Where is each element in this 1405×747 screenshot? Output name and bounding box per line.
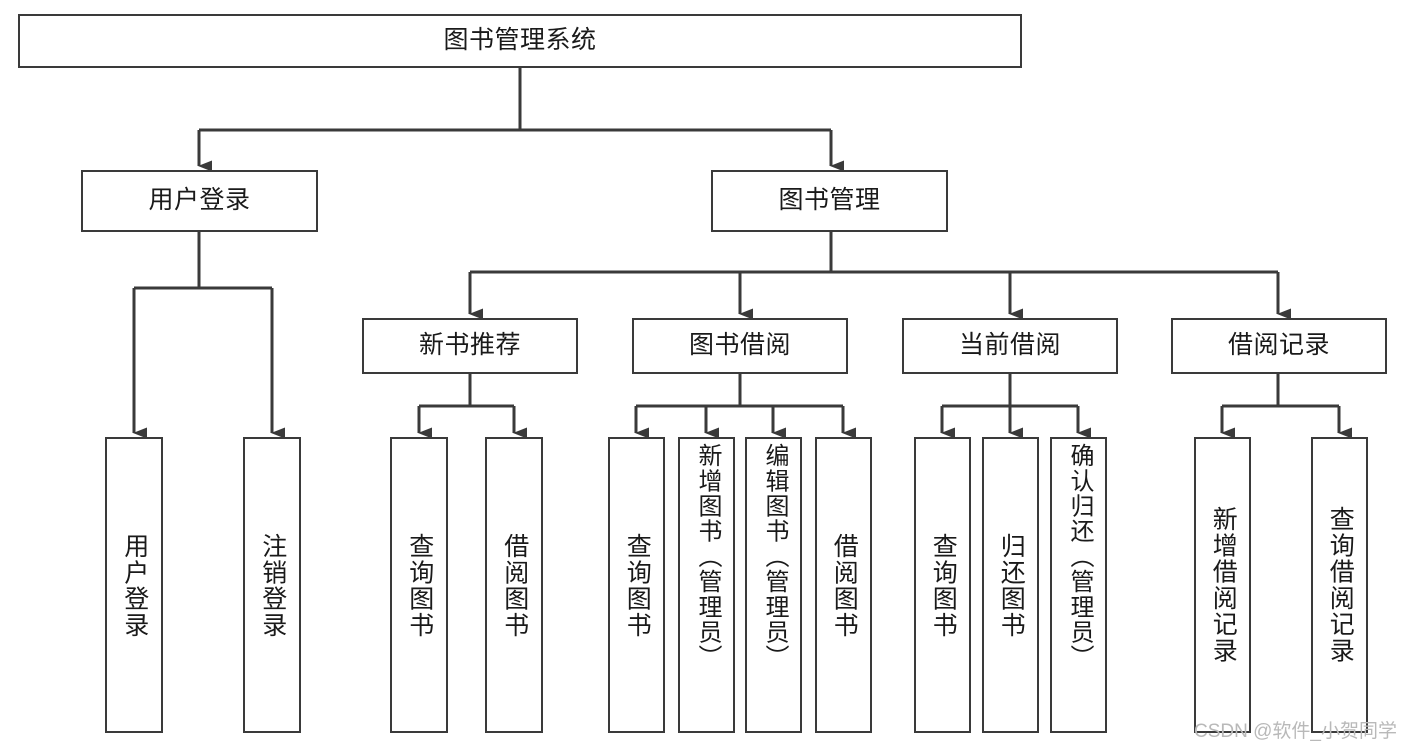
- leaf-query-book-recommend[interactable]: 查询图书: [390, 437, 448, 733]
- node-label: 新书推荐: [418, 331, 521, 360]
- node-label: 新增图书（管理员）: [693, 443, 721, 670]
- node-label: 编辑图书（管理员）: [760, 443, 788, 670]
- leaf-borrow-book-recommend[interactable]: 借阅图书: [485, 437, 543, 733]
- leaf-query-book-current[interactable]: 查询图书: [914, 437, 971, 733]
- node-label: 借阅图书: [500, 532, 529, 638]
- node-label: 用户登录: [120, 532, 149, 638]
- node-label: 归还图书: [997, 532, 1026, 638]
- node-label: 借阅记录: [1227, 331, 1330, 360]
- node-label: 用户登录: [148, 186, 251, 215]
- node-label: 图书管理: [778, 186, 881, 215]
- leaf-add-borrow-record[interactable]: 新增借阅记录: [1194, 437, 1251, 733]
- leaf-borrow-book[interactable]: 借阅图书: [815, 437, 872, 733]
- node-label: 当前借阅: [958, 331, 1061, 360]
- node-current-borrow[interactable]: 当前借阅: [902, 318, 1118, 374]
- node-label: 查询图书: [405, 532, 434, 638]
- node-label: 注销登录: [258, 532, 287, 638]
- leaf-query-book-borrow[interactable]: 查询图书: [608, 437, 665, 733]
- node-label: 查询图书: [929, 532, 958, 638]
- leaf-user-login[interactable]: 用户登录: [105, 437, 163, 733]
- node-label: 图书管理系统: [443, 26, 597, 55]
- leaf-add-book-admin[interactable]: 新增图书（管理员）: [678, 437, 735, 733]
- leaf-query-borrow-record[interactable]: 查询借阅记录: [1311, 437, 1368, 733]
- node-label: 借阅图书: [830, 532, 859, 638]
- node-root-system[interactable]: 图书管理系统: [18, 14, 1022, 68]
- csdn-watermark: CSDN @软件_小贺同学: [1194, 721, 1397, 742]
- node-label: 确认归还（管理员）: [1065, 443, 1093, 670]
- node-label: 查询图书: [623, 532, 652, 638]
- node-label: 图书借阅: [688, 331, 791, 360]
- leaf-return-book[interactable]: 归还图书: [982, 437, 1039, 733]
- node-book-management[interactable]: 图书管理: [711, 170, 948, 232]
- leaf-logout[interactable]: 注销登录: [243, 437, 301, 733]
- node-new-book-recommend[interactable]: 新书推荐: [362, 318, 578, 374]
- leaf-edit-book-admin[interactable]: 编辑图书（管理员）: [745, 437, 802, 733]
- node-borrow-record[interactable]: 借阅记录: [1171, 318, 1387, 374]
- node-label: 新增借阅记录: [1209, 506, 1238, 664]
- leaf-confirm-return-admin[interactable]: 确认归还（管理员）: [1050, 437, 1107, 733]
- node-book-borrow[interactable]: 图书借阅: [632, 318, 848, 374]
- node-user-login[interactable]: 用户登录: [81, 170, 318, 232]
- node-label: 查询借阅记录: [1326, 506, 1355, 664]
